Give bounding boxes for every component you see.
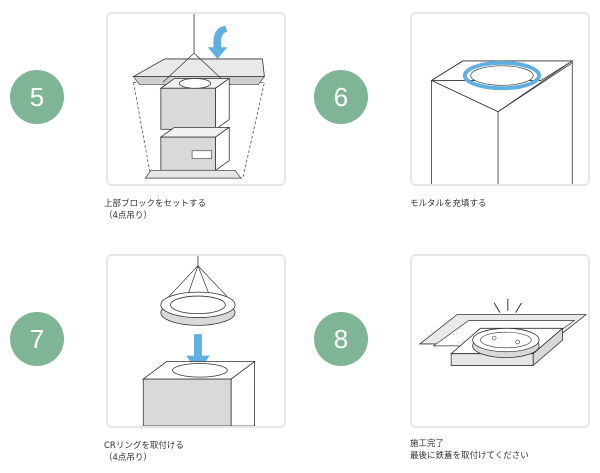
sparkle-icon (493, 298, 522, 313)
mortar-ring (462, 60, 542, 91)
mortar-filling-diagram (430, 60, 574, 184)
caption-line2: （4点吊り） (104, 211, 152, 221)
step-8-illustration (410, 254, 590, 428)
step-6-caption: モルタルを充填する (410, 198, 487, 210)
step-7-illustration (106, 254, 286, 428)
caption-line1: 上部ブロックをセットする (104, 199, 207, 209)
caption-line1: CRリングを取付ける (104, 441, 184, 451)
caption-line2: 最後に鉄蓋を取付けてください (410, 451, 529, 461)
step-6-badge: 6 (314, 70, 368, 124)
step-8-caption: 施工完了 最後に鉄蓋を取付けてください (410, 438, 529, 462)
upper-block-setting-diagram (131, 14, 265, 179)
step-number: 7 (29, 323, 45, 354)
down-arrow-icon (207, 25, 228, 59)
step-number: 6 (333, 81, 349, 112)
caption-line1: 施工完了 (410, 439, 445, 449)
step-5-badge: 5 (10, 70, 64, 124)
caption-line2: （4点吊り） (104, 453, 152, 463)
step-8-badge: 8 (314, 312, 368, 366)
step-7-badge: 7 (10, 312, 64, 366)
step-number: 8 (333, 323, 349, 354)
installation-complete-diagram (418, 298, 588, 367)
step-5-caption: 上部ブロックをセットする （4点吊り） (104, 198, 206, 222)
cr-ring-attaching-diagram (142, 256, 256, 426)
step-number: 5 (29, 81, 45, 112)
step-6-illustration (410, 12, 590, 186)
caption-line1: モルタルを充填する (410, 199, 487, 209)
step-7-caption: CRリングを取付ける （4点吊り） (104, 440, 184, 464)
step-5-illustration (106, 12, 286, 186)
